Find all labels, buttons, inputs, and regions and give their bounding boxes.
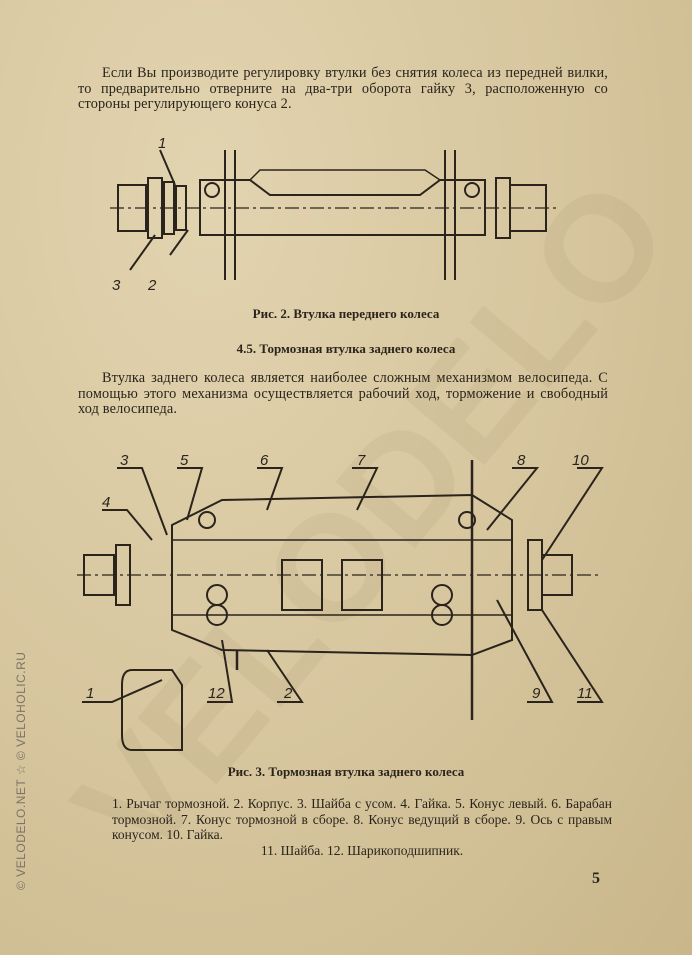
fig3-label-9: 9 xyxy=(532,685,541,702)
fig3-label-8: 8 xyxy=(517,452,526,469)
fig2-label-3: 3 xyxy=(112,277,121,294)
legend-main: 1. Рычаг тормозной. 2. Корпус. 3. Шайба … xyxy=(112,796,612,842)
fig3-label-7: 7 xyxy=(357,452,366,469)
fig3-label-5: 5 xyxy=(180,452,189,469)
section-heading: 4.5. Тормозная втулка заднего колеса xyxy=(236,341,456,356)
figure-2-front-hub: 1 2 3 xyxy=(110,135,560,294)
fig2-label-1: 1 xyxy=(158,135,166,152)
figure-3-rear-hub: 3 5 6 7 8 10 4 1 12 2 9 11 xyxy=(77,452,604,751)
fig3-label-2: 2 xyxy=(283,685,293,702)
fig3-label-4: 4 xyxy=(102,494,110,511)
fig3-label-6: 6 xyxy=(260,452,269,469)
legend-last: 11. Шайба. 12. Шарикоподшипник. xyxy=(260,842,464,858)
fig3-label-12: 12 xyxy=(208,685,225,702)
figure-2-caption: Рис. 2. Втулка переднего колеса xyxy=(252,306,440,321)
fig2-label-2: 2 xyxy=(147,277,157,294)
fig3-label-1: 1 xyxy=(86,685,94,702)
paragraph-1: Если Вы производите регулировку втулки б… xyxy=(78,65,608,113)
figure-3-caption: Рис. 3. Тормозная втулка заднего колеса xyxy=(227,764,465,779)
fig3-label-11: 11 xyxy=(577,685,593,702)
figure-3-legend: 1. Рычаг тормозной. 2. Корпус. 3. Шайба … xyxy=(112,796,612,858)
fig3-label-10: 10 xyxy=(572,452,589,469)
fig3-label-3: 3 xyxy=(120,452,129,469)
paragraph-2: Втулка заднего колеса является наиболее … xyxy=(78,370,608,418)
page-number: 5 xyxy=(592,870,600,887)
